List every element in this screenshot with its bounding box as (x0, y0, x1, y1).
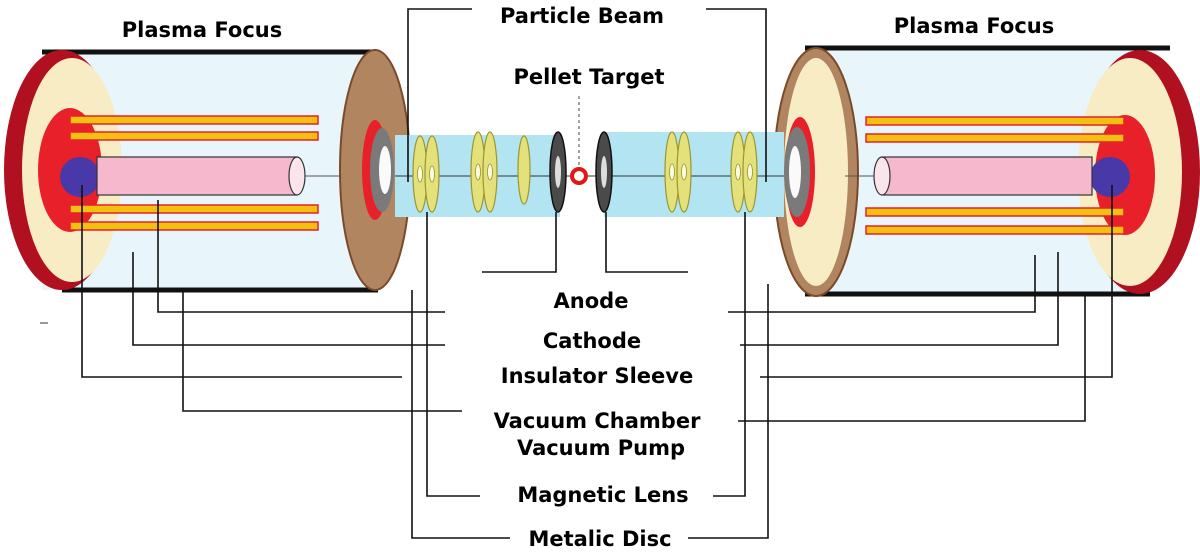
left-cathode-rods (69, 115, 319, 231)
left-anode (96, 156, 298, 196)
metallic-discs (549, 131, 613, 213)
plasma-focus-right-label: Plasma Focus (893, 14, 1055, 38)
cathode-label: Cathode (542, 329, 642, 353)
insulator-sleeve-label: Insulator Sleeve (500, 364, 694, 388)
magnetic-lens-label: Magnetic Lens (517, 483, 689, 507)
leader-lines (81, 8, 1113, 539)
plasma-focus-left-label: Plasma Focus (121, 18, 283, 42)
right-anode (881, 156, 1093, 196)
particle-beam (395, 132, 784, 217)
particle-beam-label: Particle Beam (499, 4, 665, 28)
left-insulator-sleeve (60, 157, 100, 197)
pellet-target (570, 96, 588, 185)
vacuum-pump-label: Vacuum Pump (516, 436, 686, 460)
pellet-target-label: Pellet Target (513, 65, 665, 89)
right-cathode-rods (865, 116, 1125, 235)
left-plasma-focus-device (4, 49, 411, 293)
vacuum-chamber-label: Vacuum Chamber (493, 409, 701, 433)
right-plasma-focus-device (773, 45, 1200, 297)
anode-label: Anode (553, 289, 629, 313)
right-insulator-sleeve (1090, 157, 1130, 197)
metalic-disc-label: Metalic Disc (528, 527, 672, 551)
